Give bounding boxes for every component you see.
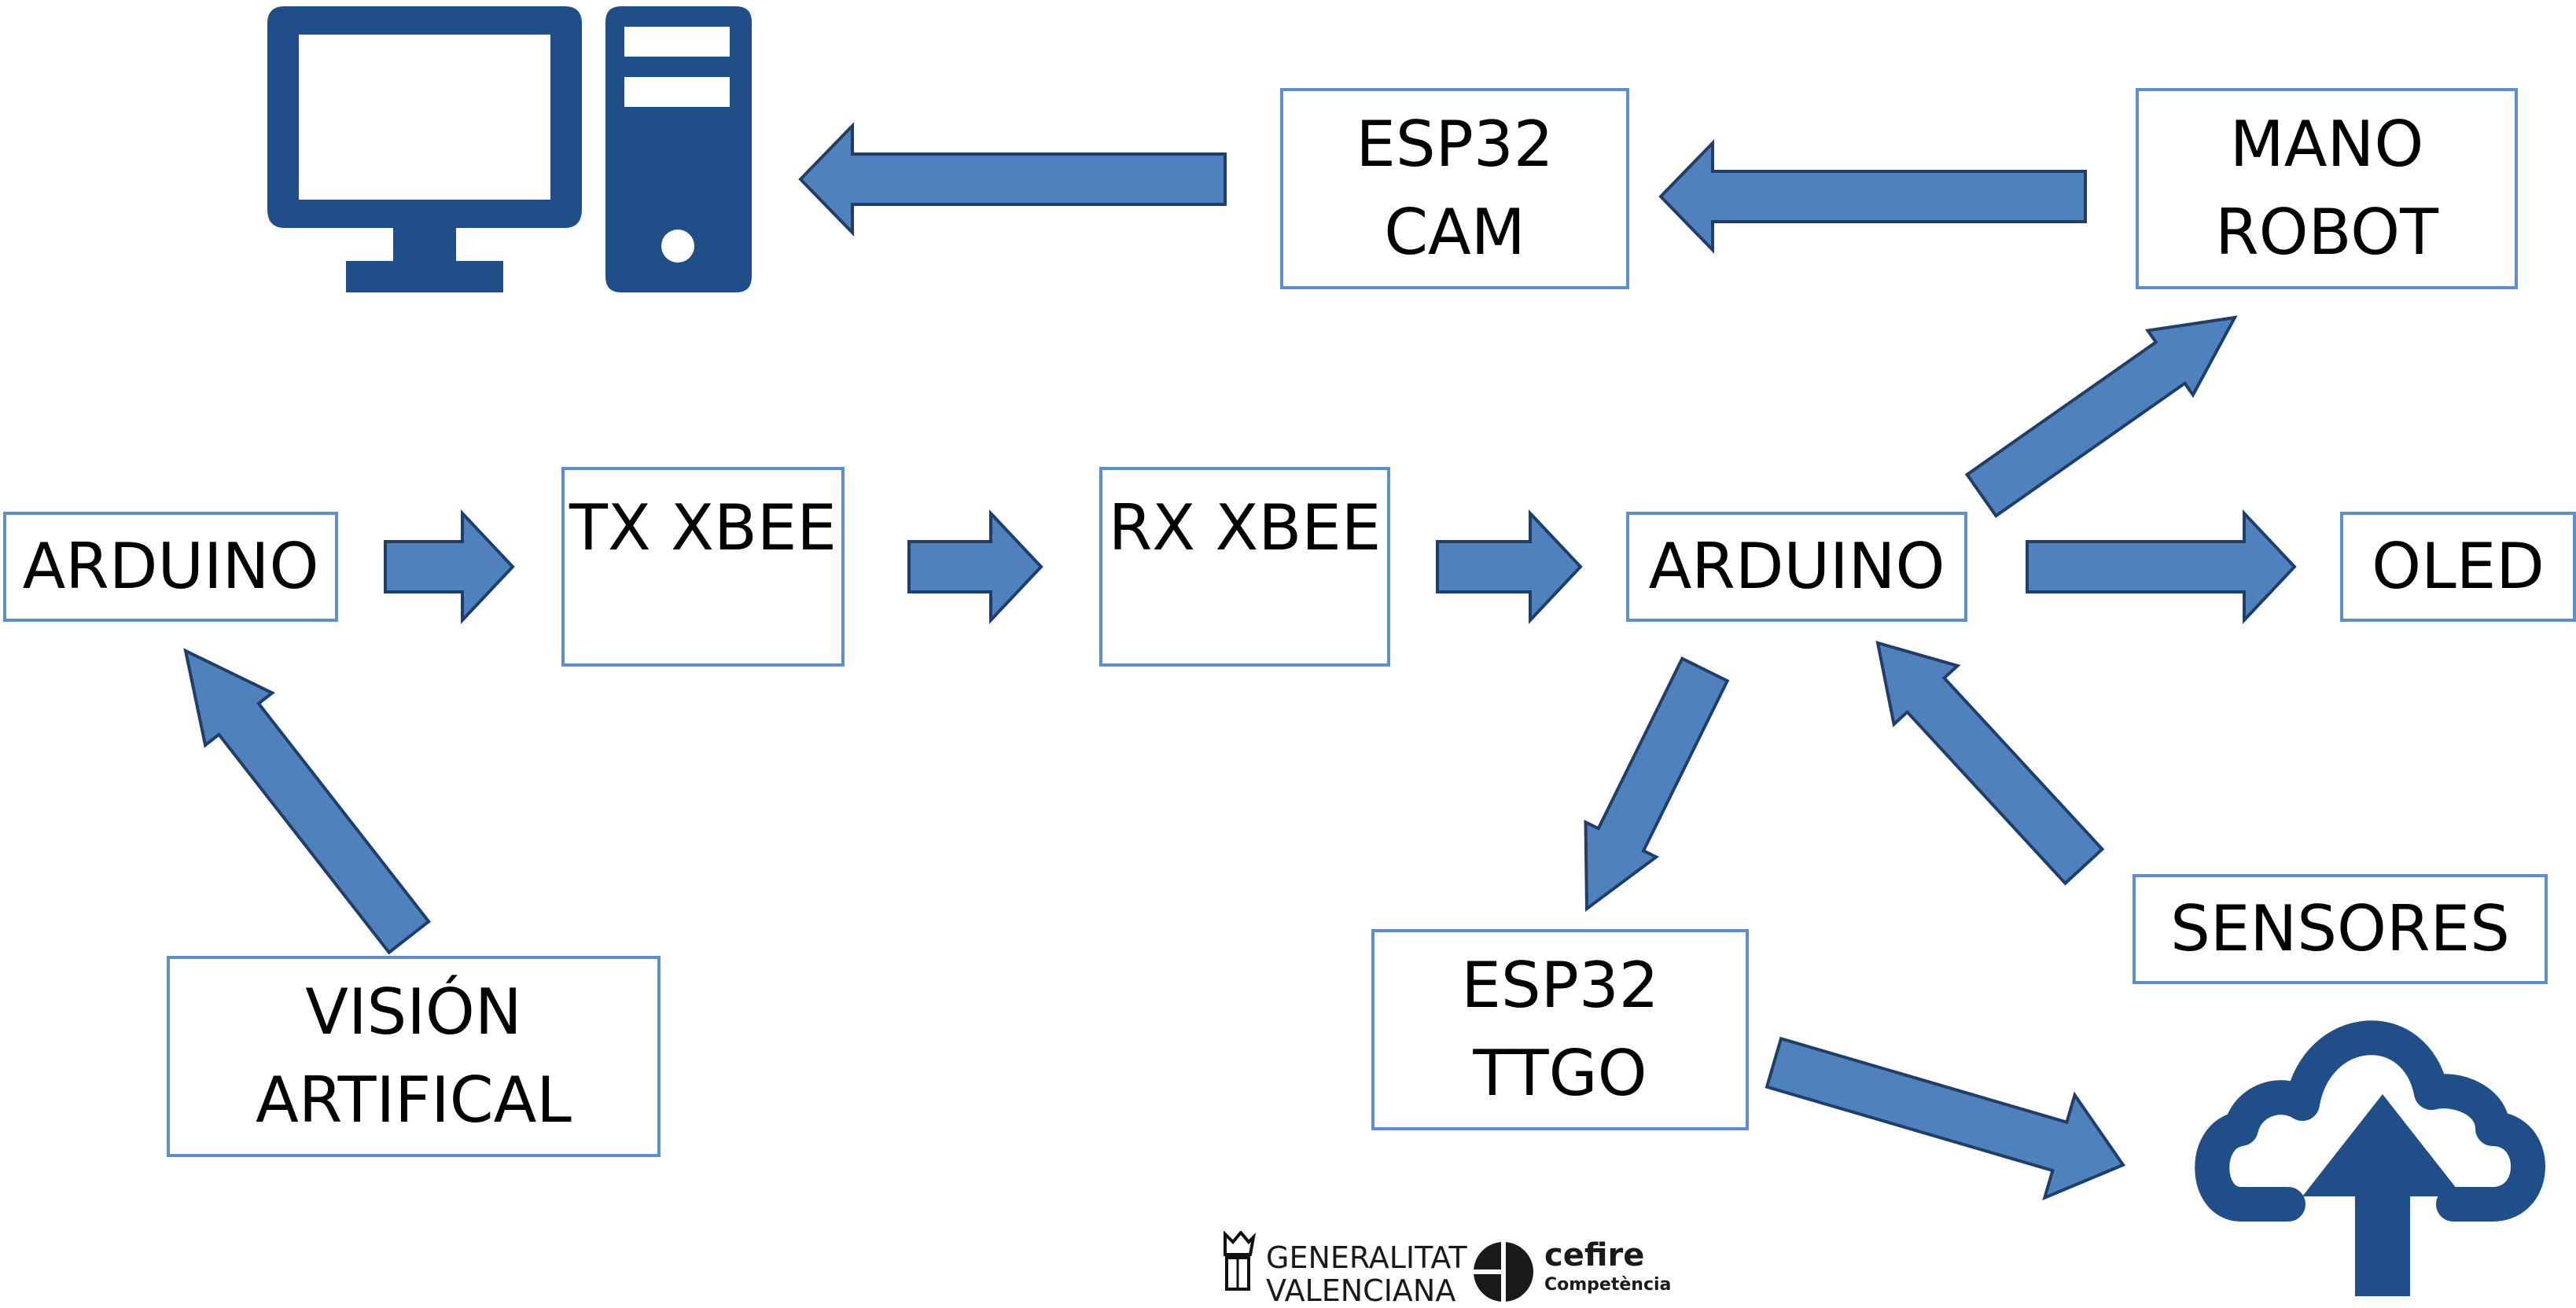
vision-artificial-box: VISIÓN ARTIFICAL	[167, 956, 661, 1157]
arrow-esp32cam-to-computer	[798, 122, 1227, 237]
esp32-cam-label-line-1: ESP32	[1356, 108, 1554, 181]
mano-robot-label-line-2: ROBOT	[2215, 196, 2438, 269]
arrow-rxxbee-to-arduino	[1436, 509, 1583, 625]
oled-label-line-1: OLED	[2372, 530, 2545, 603]
mano-robot-label-line-1: MANO	[2229, 108, 2424, 181]
vision-label-line-1: VISIÓN	[305, 975, 522, 1049]
sensores-label-line-1: SENSORES	[2170, 892, 2510, 965]
arrow-vision-to-arduino	[183, 648, 432, 955]
sensores-box: SENSORES	[2133, 874, 2548, 984]
generalitat-logo: GENERALITAT VALENCIANA	[1217, 1231, 1467, 1308]
arduino-left-box: ARDUINO	[3, 512, 338, 622]
arrow-arduino-to-manorobot	[1964, 315, 2238, 518]
cefire-logo: cefire Competència	[1472, 1237, 1671, 1302]
rx-xbee-label-line-1: RX XBEE	[1108, 491, 1382, 564]
arrow-sensores-to-arduino	[1875, 641, 2105, 886]
generalitat-emblem-icon	[1224, 1231, 1257, 1291]
arduino-right-label-line-1: ARDUINO	[1648, 530, 1945, 603]
arrow-arduino-to-txxbee	[384, 509, 515, 625]
oled-box: OLED	[2340, 512, 2576, 622]
cefire-subtitle: Competència	[1544, 1275, 1672, 1295]
arrow-arduino-to-esp32ttgo	[1584, 656, 1730, 912]
arduino-right-box: ARDUINO	[1626, 512, 1967, 622]
mano-robot-box: MANO ROBOT	[2136, 88, 2518, 289]
cefire-name: cefire	[1544, 1237, 1645, 1273]
generalitat-line2: VALENCIANA	[1266, 1273, 1456, 1308]
rx-xbee-box: RX XBEE	[1099, 467, 1390, 667]
arrow-manorobot-to-esp32cam	[1658, 139, 2087, 254]
generalitat-line1: GENERALITAT	[1266, 1240, 1467, 1275]
arrow-esp32ttgo-to-cloud	[1765, 1036, 2126, 1201]
cloud-upload-icon	[2195, 1020, 2545, 1296]
vision-label-line-2: ARTIFICAL	[256, 1064, 572, 1137]
esp32-ttgo-label-line-2: TTGO	[1473, 1037, 1647, 1110]
cefire-circle-icon	[1474, 1242, 1533, 1302]
arduino-left-label-line-1: ARDUINO	[22, 530, 319, 603]
esp32-cam-label-line-2: CAM	[1384, 196, 1525, 269]
arrow-arduino-to-oled	[2026, 509, 2297, 625]
tx-xbee-label-line-1: TX XBEE	[569, 491, 837, 564]
desktop-computer-icon	[267, 6, 752, 292]
tx-xbee-box: TX XBEE	[561, 467, 845, 667]
esp32-ttgo-label-line-1: ESP32	[1461, 949, 1659, 1022]
arrow-txxbee-to-rxxbee	[907, 509, 1043, 625]
